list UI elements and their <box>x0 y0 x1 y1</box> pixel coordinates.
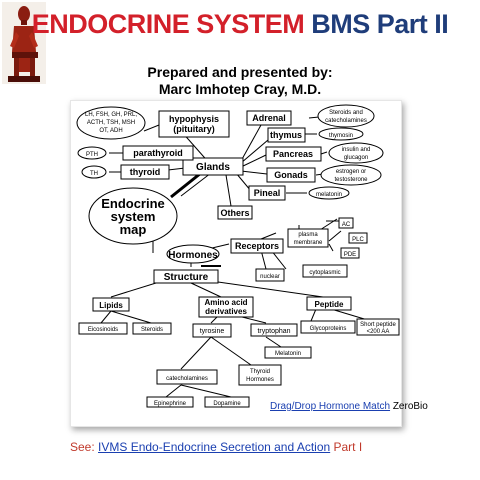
adrenal-hormones-2: catecholamines <box>325 118 367 124</box>
pit-hormones-2: ACTH, TSH, MSH <box>87 120 135 126</box>
author-credit: Prepared and presented by: Marc Imhotep … <box>0 64 480 98</box>
catecholamines-node: catecholamines <box>166 376 208 382</box>
hormone-match-link[interactable]: Drag/Drop Hormone Match <box>270 401 391 412</box>
steroids-node: Steroids <box>141 327 163 333</box>
amino-acid-node-2: derivatives <box>205 307 247 316</box>
short-peptide-2: <200 AA <box>367 329 390 335</box>
others-node: Others <box>220 208 249 218</box>
gonads-hormones-1: estrogen or <box>336 169 366 175</box>
gonads-hormones-2: testosterone <box>334 177 368 183</box>
peptide-node: Peptide <box>315 300 344 309</box>
thymosin-node: thymosin <box>329 133 353 139</box>
hormones-node: Hormones <box>168 250 218 261</box>
ivms-secretion-link[interactable]: IVMS Endo-Endocrine Secretion and Action <box>98 440 331 454</box>
endocrine-concept-map: Endocrine system map Glands hypophysis (… <box>70 100 402 427</box>
pth-node: PTH <box>86 152 98 158</box>
footer-reference: See: IVMS Endo-Endocrine Secretion and A… <box>70 440 362 454</box>
thymus-node: thymus <box>270 130 302 140</box>
structure-node: Structure <box>164 272 209 283</box>
prepared-by-line: Prepared and presented by: <box>147 64 333 80</box>
plasma-membrane-2: membrane <box>294 240 323 246</box>
author-name: Marc Imhotep Cray, M.D. <box>158 81 322 97</box>
adrenal-node: Adrenal <box>252 113 286 123</box>
thyroid-hormones-2: Hormones <box>246 377 274 383</box>
page-title: ENDOCRINE SYSTEM BMS Part II <box>0 9 480 40</box>
melatonin-tryptophan: Melatonin <box>275 351 301 357</box>
pancreas-hormones-2: glucagon <box>344 155 368 161</box>
th-node: TH <box>90 171 98 177</box>
adrenal-hormones-1: Steroids and <box>329 110 363 116</box>
footer-suffix: Part I <box>330 440 363 454</box>
footer-prefix: See: <box>70 440 99 454</box>
pineal-node: Pineal <box>254 188 281 198</box>
tryptophan-node: tryptophan <box>257 328 290 335</box>
hypophysis-node: hypophysis <box>169 114 219 124</box>
glands-node: Glands <box>196 162 230 173</box>
thyroid-hormones-1: Thyroid <box>250 369 270 375</box>
ac-node: AC <box>342 222 351 228</box>
eicosinoids-node: Eicosinoids <box>88 327 118 333</box>
plasma-membrane-1: plasma <box>298 232 318 238</box>
pit-hormones-1: LH, FSH, GH, PRL, <box>85 112 137 118</box>
nuclear-node: nuclear <box>260 274 280 280</box>
amino-acid-node-1: Amino acid <box>204 298 247 307</box>
lipids-node: Lipids <box>99 301 123 310</box>
zerobio-label: ZeroBio <box>390 401 428 412</box>
hypophysis-node-2: (pituitary) <box>173 124 215 134</box>
melatonin-pineal: melatonin <box>316 192 342 198</box>
gonads-node: Gonads <box>274 170 308 180</box>
seated-statue-image <box>2 2 46 84</box>
plc-node: PLC <box>352 237 364 243</box>
pancreas-hormones-1: insulin and <box>342 147 371 153</box>
concept-map-svg: Endocrine system map Glands hypophysis (… <box>76 104 400 408</box>
epinephrine-node: Epinephrine <box>154 401 187 407</box>
parathyroid-node: parathyroid <box>133 148 183 158</box>
center-label-1: Endocrine <box>101 196 165 211</box>
thyroid-node: thyroid <box>130 167 161 177</box>
dopamine-node: Dopamine <box>213 401 241 407</box>
title-blue-part: BMS Part II <box>311 9 449 39</box>
glycoproteins-node: Glycoproteins <box>310 326 347 332</box>
pancreas-node: Pancreas <box>273 149 313 159</box>
tyrosine-node: tyrosine <box>200 328 225 335</box>
pde-node: PDE <box>344 252 356 258</box>
pit-hormones-3: OT, ADH <box>99 128 122 134</box>
short-peptide-1: Short peptide <box>360 322 396 328</box>
center-label-2: system <box>111 209 156 224</box>
cytoplasmic-node: cytoplasmic <box>309 270 340 276</box>
title-red-part: ENDOCRINE SYSTEM <box>31 9 305 39</box>
receptors-node: Receptors <box>235 241 279 251</box>
hormone-match-line: Drag/Drop Hormone Match ZeroBio <box>270 401 428 412</box>
center-label-3: map <box>120 222 147 237</box>
